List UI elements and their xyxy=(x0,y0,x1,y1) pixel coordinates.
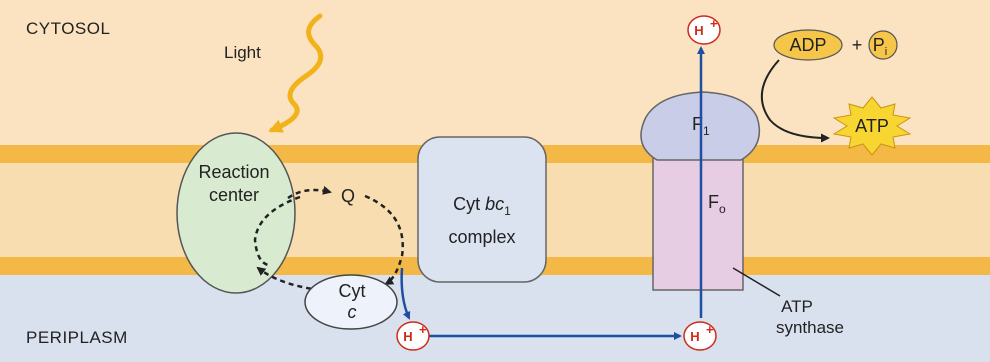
proton-right-symbol: H xyxy=(690,329,699,344)
fo-sub: o xyxy=(719,202,726,216)
fo-subunit xyxy=(653,150,743,290)
svg-text:H: H xyxy=(694,23,703,38)
pi-letter: P xyxy=(873,35,885,55)
cyt-c-label-2: c xyxy=(348,302,357,322)
plus-sign: + xyxy=(852,35,863,55)
atp-label: ATP xyxy=(855,116,889,136)
f1-sub: 1 xyxy=(703,124,710,138)
cyt-bc1-prefix: Cyt xyxy=(453,194,485,214)
proton-right-charge: + xyxy=(706,322,714,337)
cyt-bc1-label-2: complex xyxy=(448,227,515,247)
cytosol-label: CYTOSOL xyxy=(26,19,110,38)
fo-letter: F xyxy=(708,192,719,212)
quinone-label: Q xyxy=(341,186,355,206)
light-label: Light xyxy=(224,43,261,62)
adp-label: ADP xyxy=(789,35,826,55)
svg-text:+: + xyxy=(419,322,427,337)
cyt-c-label-1: Cyt xyxy=(339,281,366,301)
cyt-bc1-italic: bc xyxy=(485,194,504,214)
atp-synthase-label-1: ATP xyxy=(781,297,813,316)
proton-periplasm-left: H + xyxy=(397,322,429,350)
proton-cytosol-symbol: H xyxy=(694,23,703,38)
reaction-center-label-1: Reaction xyxy=(198,162,269,182)
proton-left-charge: + xyxy=(419,322,427,337)
proton-periplasm-right: H + xyxy=(684,322,716,350)
reaction-center-label-2: center xyxy=(209,185,259,205)
svg-text:H: H xyxy=(690,329,699,344)
svg-text:+: + xyxy=(710,16,718,31)
proton-cytosol: H + xyxy=(688,16,720,44)
svg-text:+: + xyxy=(706,322,714,337)
svg-text:H: H xyxy=(403,329,412,344)
atp-synthase-label-2: synthase xyxy=(776,318,844,337)
reaction-center xyxy=(177,133,295,293)
pi-sub: i xyxy=(885,46,887,58)
proton-cytosol-charge: + xyxy=(710,16,718,31)
periplasm-label: PERIPLASM xyxy=(26,328,128,347)
proton-left-symbol: H xyxy=(403,329,412,344)
cyt-bc1-sub: 1 xyxy=(504,204,511,218)
cytosol-region xyxy=(0,0,990,145)
